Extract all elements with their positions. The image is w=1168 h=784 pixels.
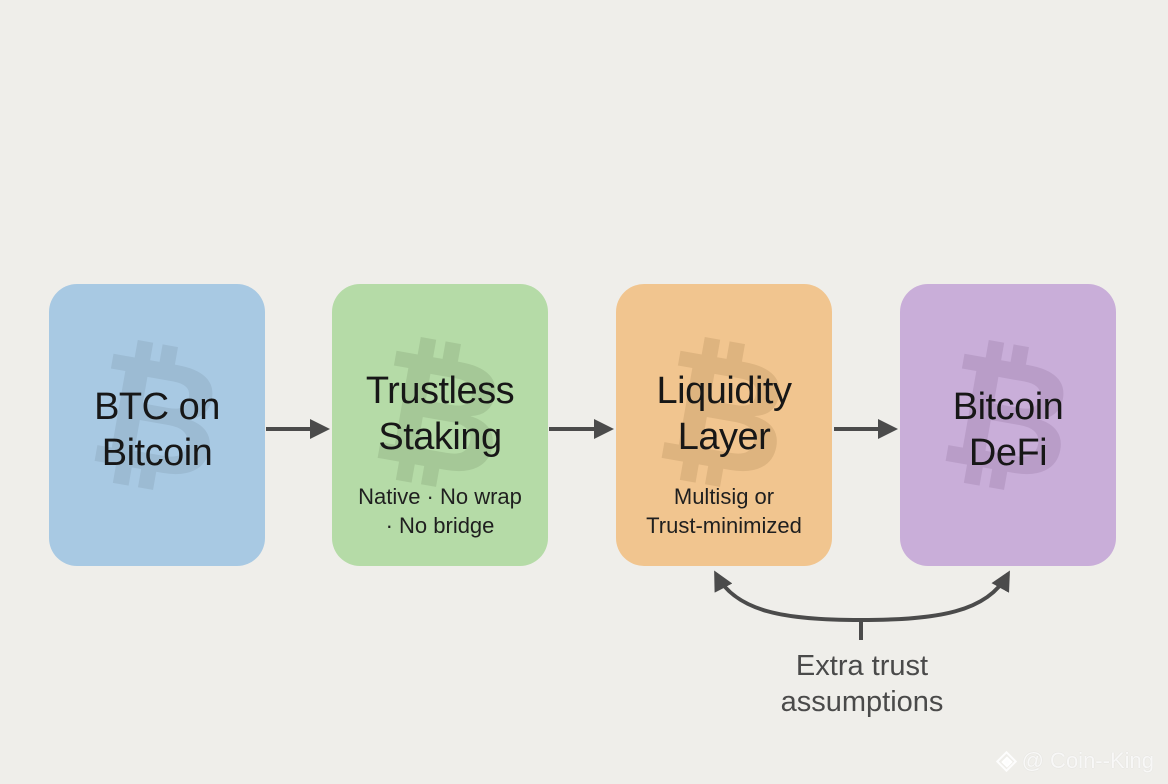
node-liquidity-layer: ₿ Liquidity Layer Multisig or Trust-mini… bbox=[616, 284, 832, 566]
node-detail: Native · No wrap · No bridge bbox=[332, 482, 548, 540]
node-title-line: Layer bbox=[677, 416, 771, 458]
node-detail: Multisig or Trust-minimized bbox=[616, 482, 832, 540]
node-title: Liquidity Layer bbox=[616, 368, 832, 460]
node-title-line: Liquidity bbox=[656, 370, 792, 412]
node-title-line: Bitcoin bbox=[101, 432, 213, 474]
node-title: Trustless Staking bbox=[332, 368, 548, 460]
node-bitcoin-defi: ₿ Bitcoin DeFi bbox=[900, 284, 1116, 566]
node-title-line: BTC on bbox=[94, 386, 220, 428]
node-detail-line: Native · No wrap bbox=[358, 484, 522, 509]
node-detail-line: Multisig or bbox=[673, 484, 775, 509]
node-title: BTC on Bitcoin bbox=[49, 384, 265, 476]
watermark-text: @ Coin--King bbox=[1021, 748, 1154, 773]
node-title: Bitcoin DeFi bbox=[900, 384, 1116, 476]
bracket-caption: Extra trust assumptions bbox=[760, 648, 964, 720]
node-title-line: DeFi bbox=[968, 432, 1048, 474]
node-title-line: Bitcoin bbox=[952, 386, 1064, 428]
caption-line: Extra trust bbox=[795, 650, 929, 682]
node-title-line: Staking bbox=[378, 416, 502, 458]
node-detail-line: Trust-minimized bbox=[646, 513, 802, 538]
node-detail-line: · No bridge bbox=[385, 513, 495, 538]
node-trustless-staking: ₿ Trustless Staking Native · No wrap · N… bbox=[332, 284, 548, 566]
watermark: @ Coin--King bbox=[996, 750, 1154, 772]
double-headed-curved-arrow bbox=[714, 570, 1010, 623]
binance-diamond-icon bbox=[996, 751, 1016, 771]
node-title-line: Trustless bbox=[365, 370, 515, 412]
caption-line: assumptions bbox=[780, 686, 944, 718]
node-btc-on-bitcoin: ₿ BTC on Bitcoin bbox=[49, 284, 265, 566]
